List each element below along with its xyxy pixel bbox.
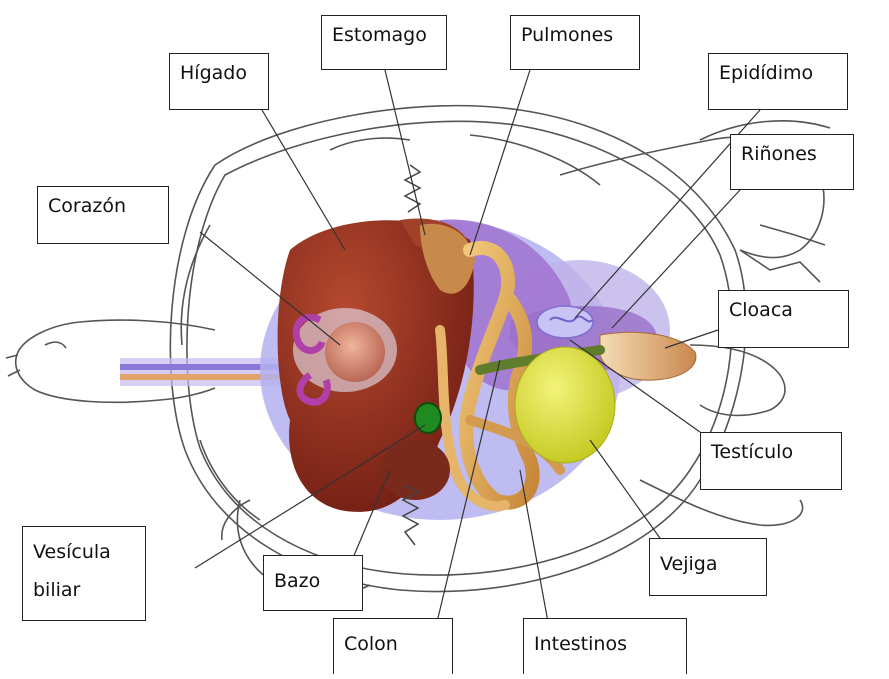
label-rinones-text: Riñones	[741, 143, 843, 167]
label-vejiga: Vejiga	[649, 538, 767, 596]
label-cloaca: Cloaca	[718, 290, 849, 348]
label-intestinos: Intestinos	[523, 618, 687, 674]
label-estomago: Estomago	[321, 15, 447, 70]
leader-pulmones	[470, 70, 530, 255]
label-corazon: Corazón	[37, 186, 169, 244]
label-corazon-text: Corazón	[48, 195, 158, 219]
label-colon: Colon	[333, 618, 453, 674]
label-testiculo: Testículo	[700, 432, 842, 490]
bladder	[515, 347, 615, 463]
label-vejiga-text: Vejiga	[660, 553, 756, 577]
label-higado-text: Hígado	[180, 62, 258, 86]
label-bazo-text: Bazo	[274, 570, 352, 594]
kidneys	[537, 306, 593, 338]
label-colon-text: Colon	[344, 633, 442, 657]
label-bazo: Bazo	[263, 555, 363, 611]
label-vesicula: Vesícula biliar	[22, 526, 146, 621]
label-estomago-text: Estomago	[332, 24, 436, 48]
label-pulmones-text: Pulmones	[521, 24, 629, 48]
label-testiculo-text: Testículo	[711, 441, 831, 465]
label-intestinos-text: Intestinos	[534, 633, 676, 657]
heart	[325, 322, 385, 382]
label-epididimo: Epidídimo	[708, 53, 848, 110]
label-higado: Hígado	[169, 53, 269, 110]
label-pulmones: Pulmones	[510, 15, 640, 70]
label-rinones: Riñones	[730, 134, 854, 190]
leader-higado	[262, 110, 345, 250]
label-vesicula-line2: biliar	[33, 579, 135, 603]
label-epididimo-text: Epidídimo	[719, 62, 837, 86]
leader-estomago	[385, 70, 425, 235]
label-cloaca-text: Cloaca	[729, 299, 838, 323]
label-vesicula-line1: Vesícula	[33, 541, 135, 565]
